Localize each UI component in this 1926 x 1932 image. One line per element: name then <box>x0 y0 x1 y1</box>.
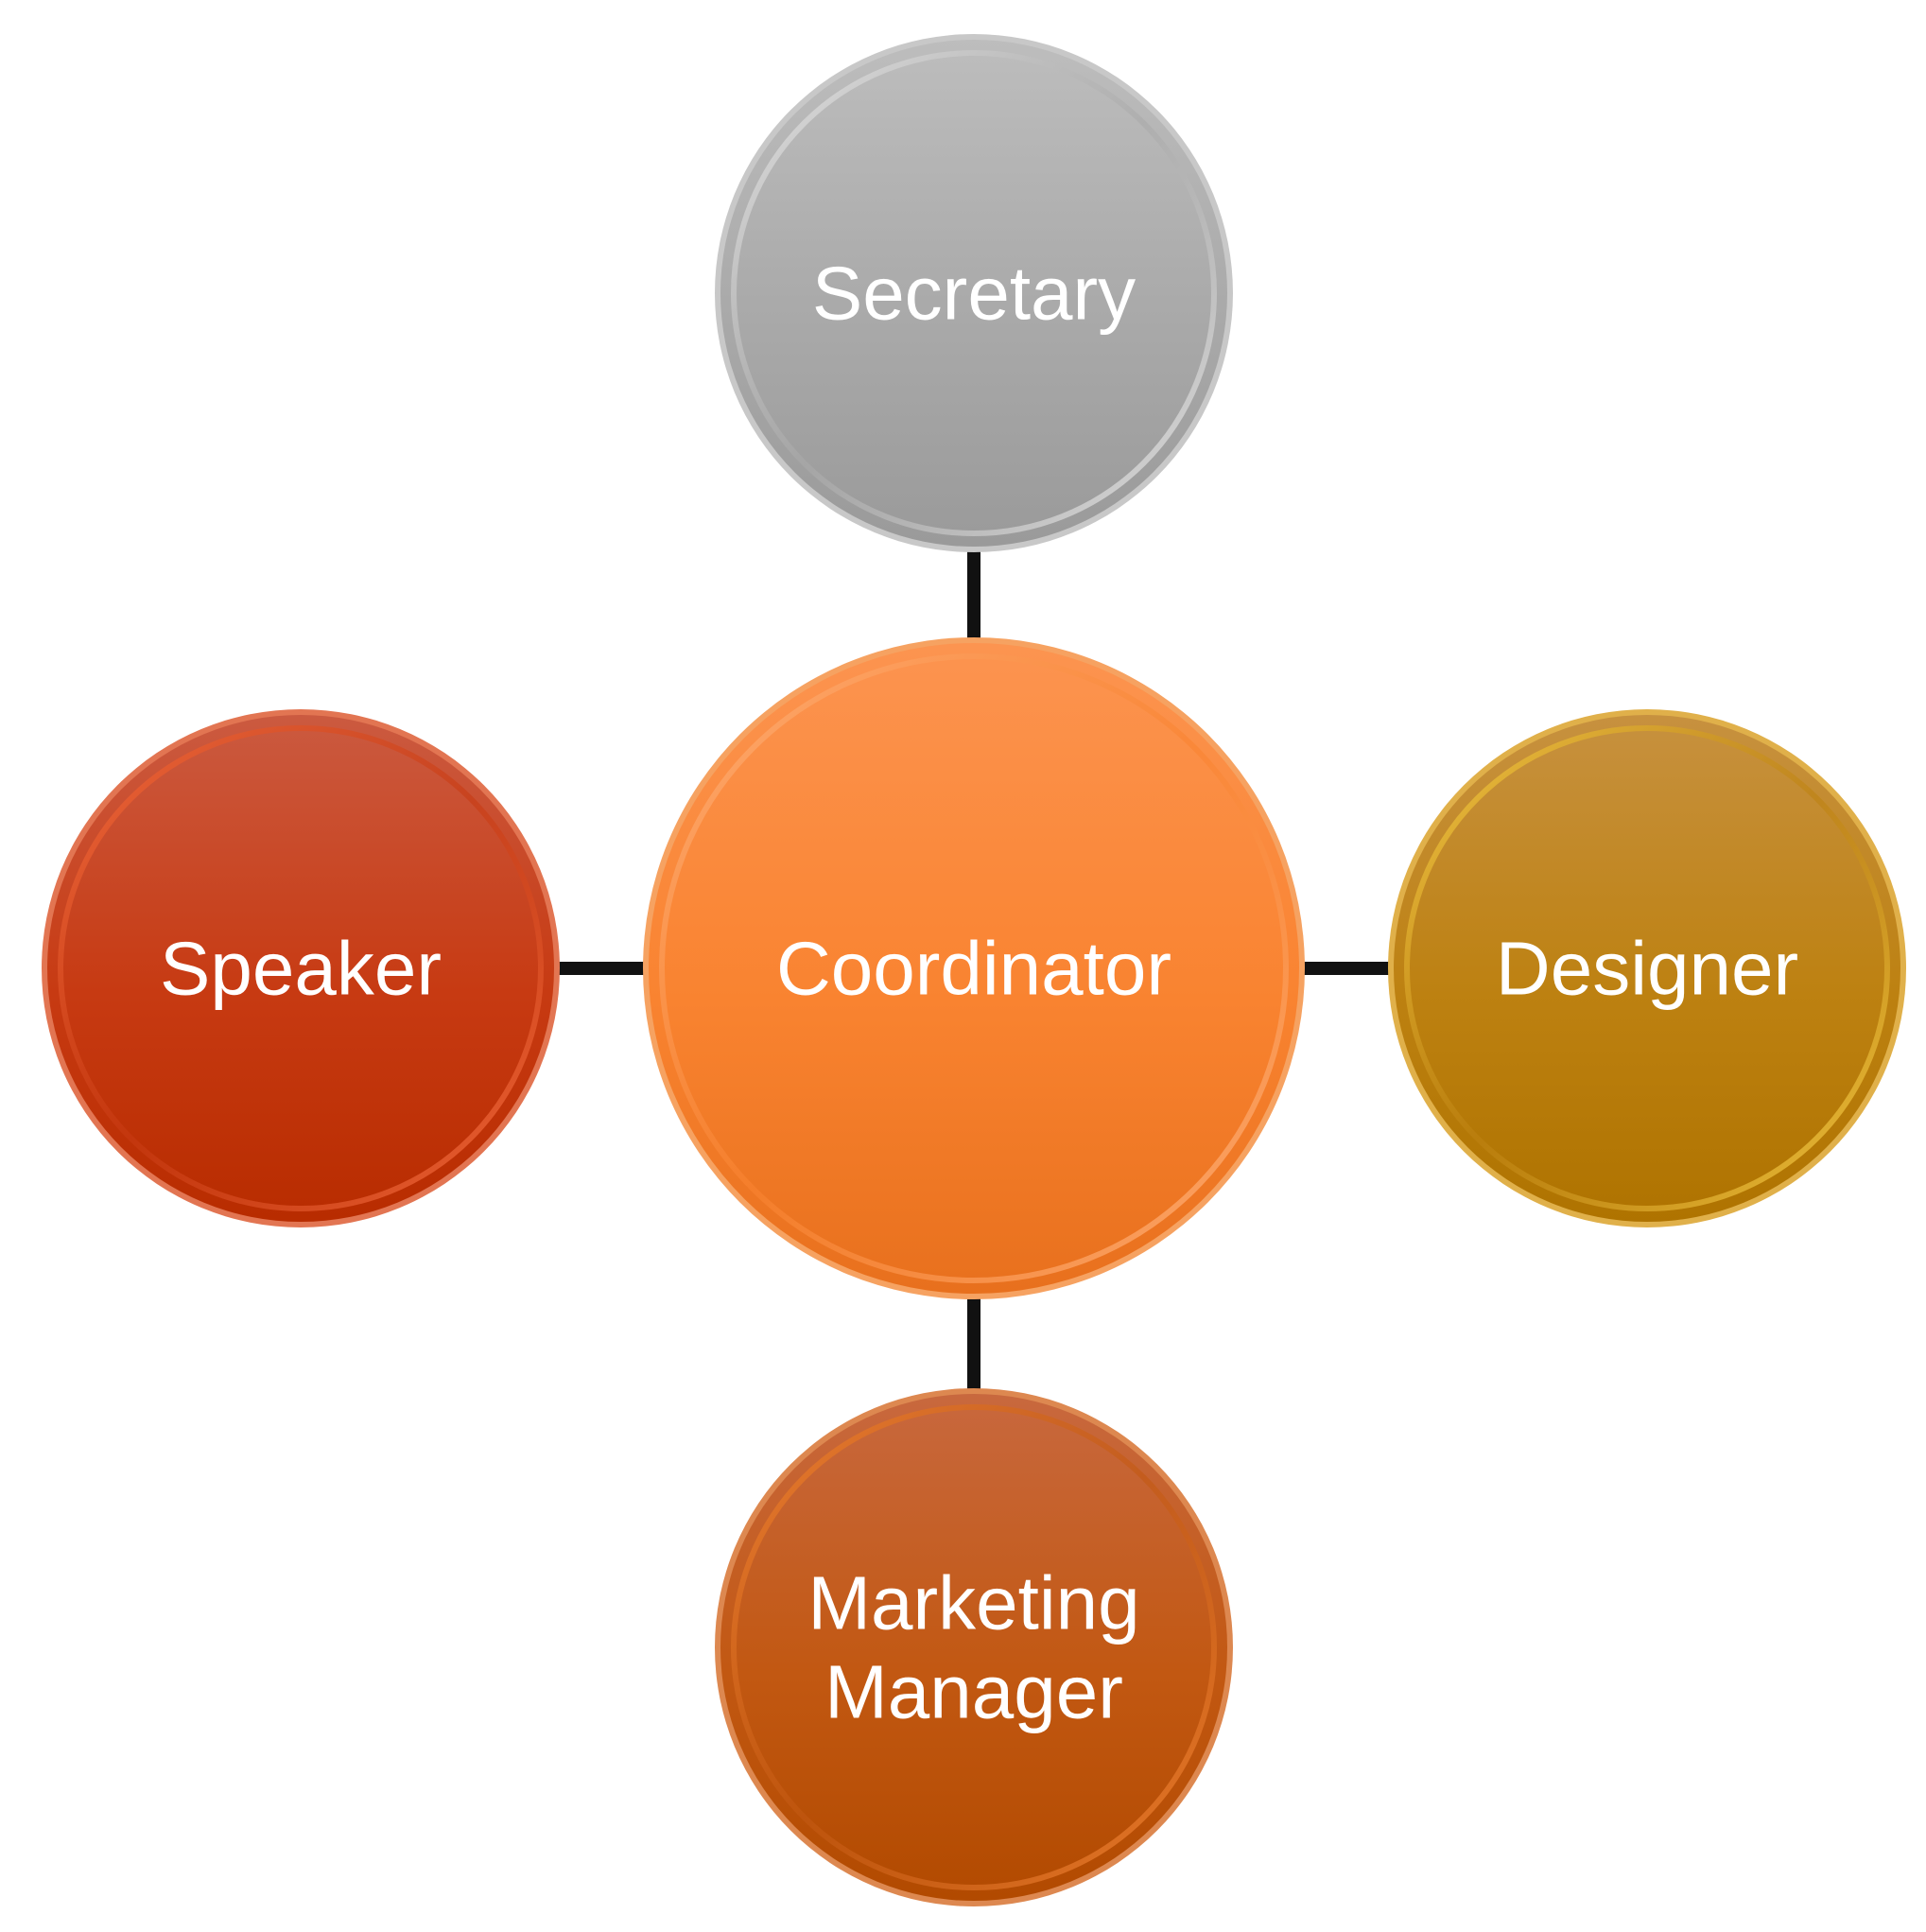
connectors <box>556 548 1392 1392</box>
marketing-manager-bevel-ring <box>731 1404 1217 1890</box>
designer-bevel-ring <box>1404 725 1890 1211</box>
coordinator-label-line-1: Coordinator <box>776 927 1171 1011</box>
marketing-manager-label-line-2: Manager <box>824 1650 1123 1734</box>
secretary-label-line-1: Secretary <box>812 252 1136 336</box>
marketing-manager-circle <box>720 1394 1227 1901</box>
coordinator-circle <box>649 643 1299 1294</box>
designer-label-line-1: Designer <box>1496 927 1798 1011</box>
speaker-bevel-ring <box>58 725 544 1211</box>
marketing-manager-label-line-1: Marketing <box>807 1560 1139 1645</box>
designer-circle <box>1394 715 1900 1222</box>
coordinator-bevel-ring <box>659 653 1289 1283</box>
secretary-circle <box>720 40 1227 547</box>
node-secretary: Secretary <box>715 34 1233 552</box>
node-designer: Designer <box>1388 709 1906 1227</box>
speaker-label-line-1: Speaker <box>160 927 442 1011</box>
node-coordinator: Coordinator <box>643 637 1305 1299</box>
node-speaker: Speaker <box>42 709 560 1227</box>
speaker-circle <box>47 715 554 1222</box>
secretary-bevel-ring <box>731 50 1217 536</box>
